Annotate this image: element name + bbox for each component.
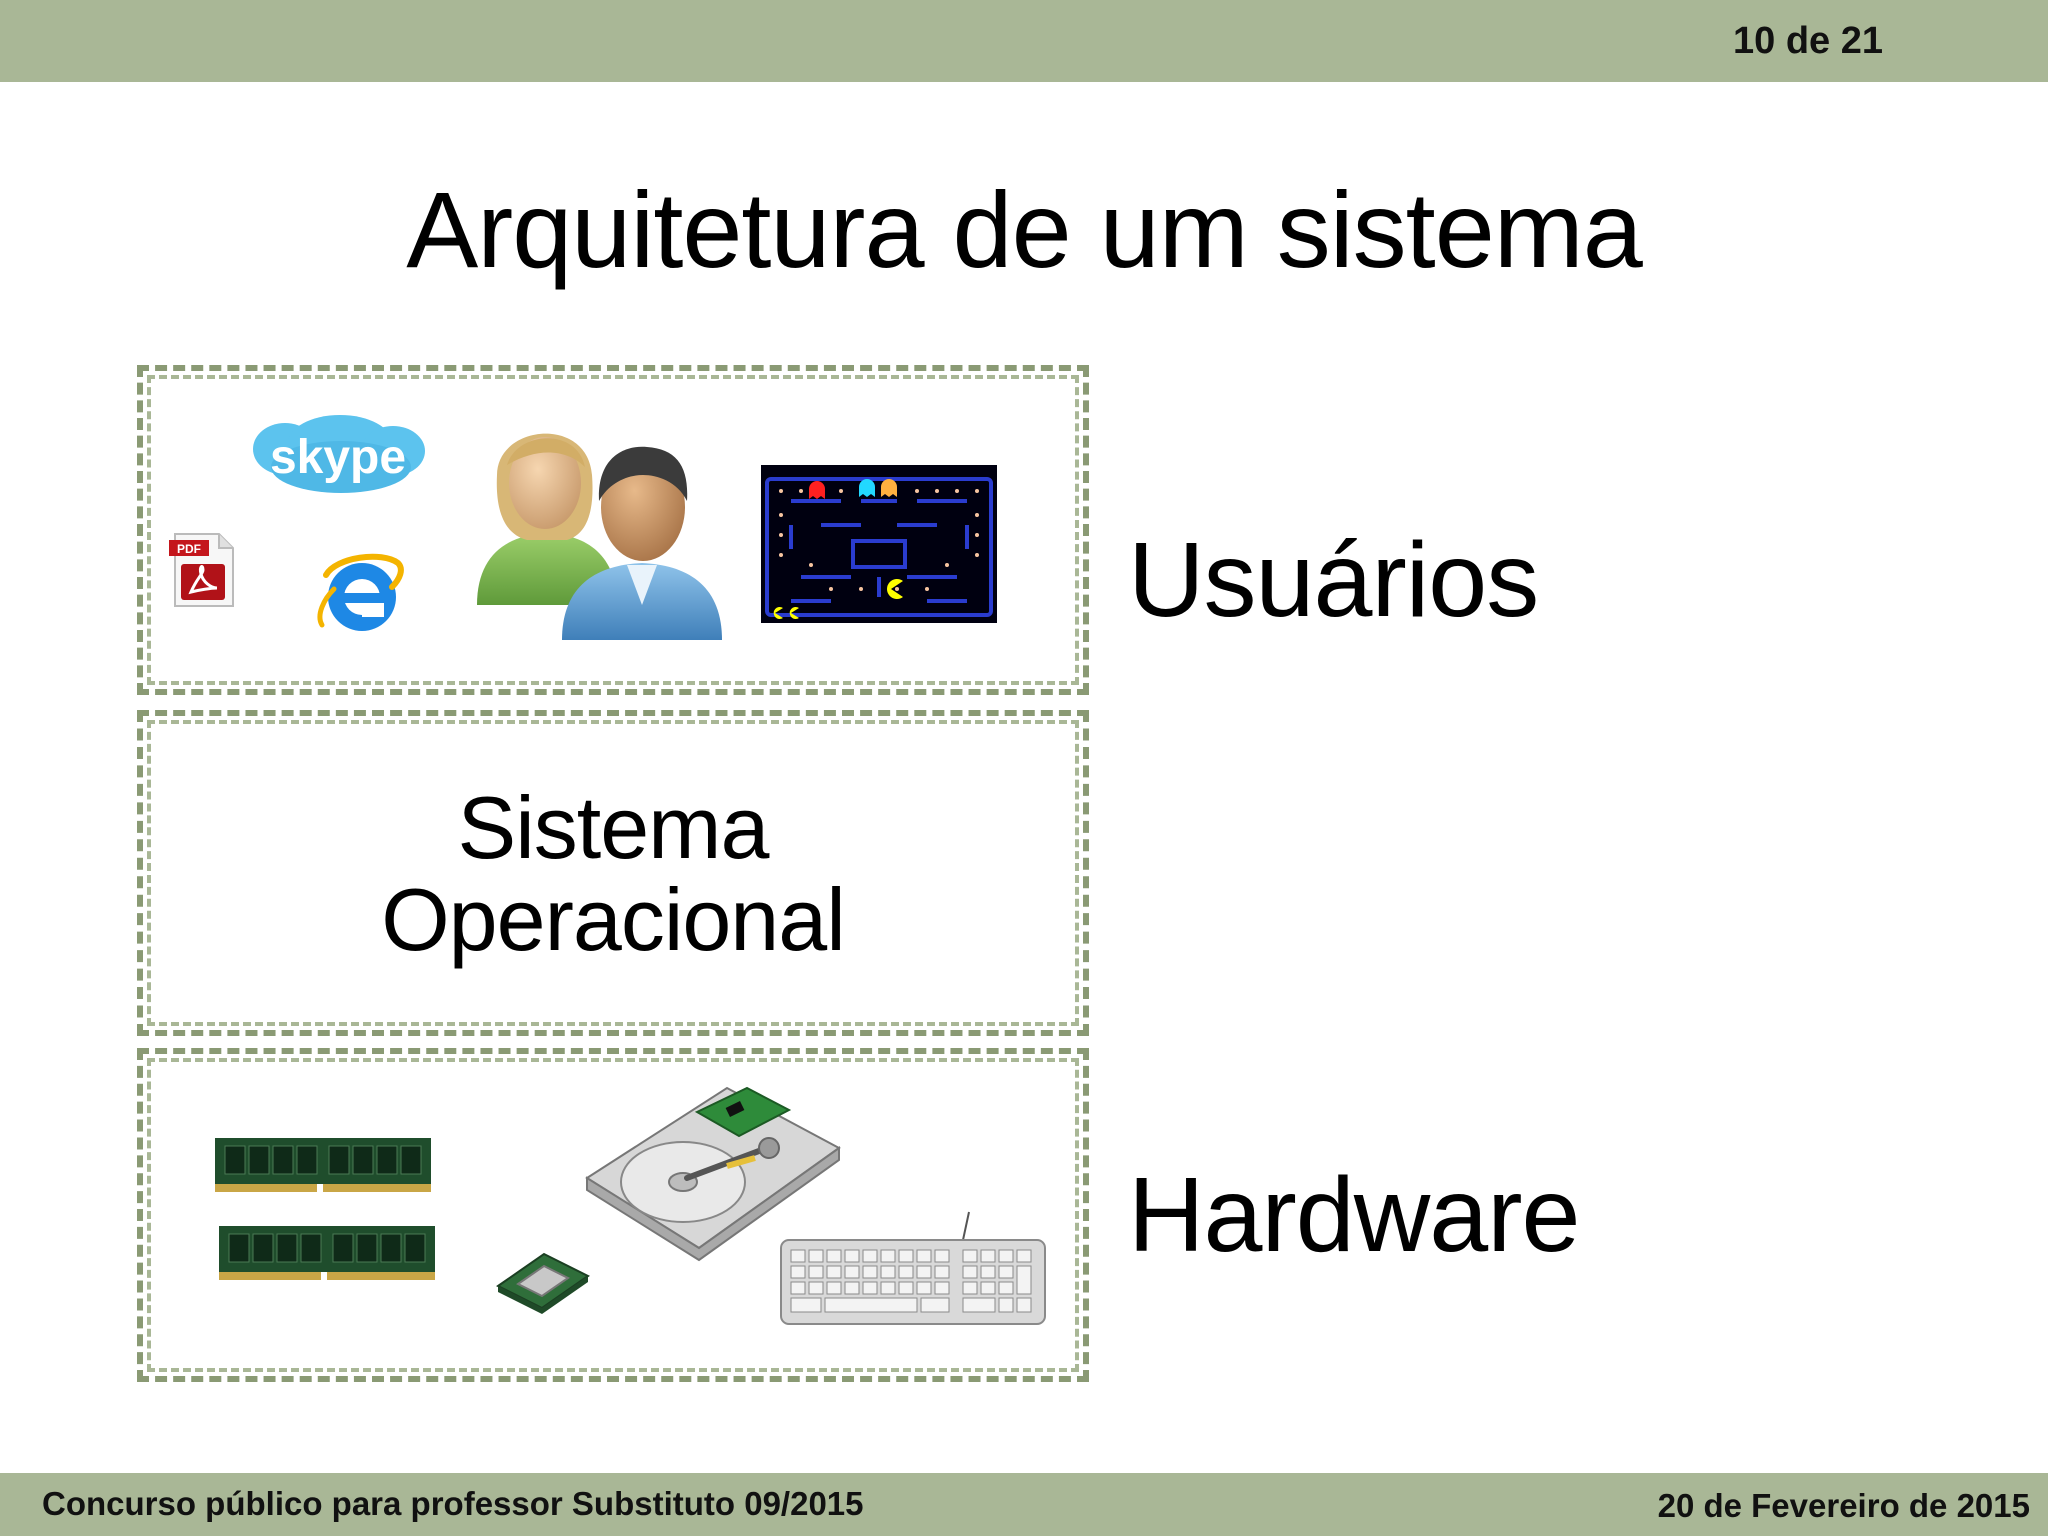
footer-date: 20 de Fevereiro de 2015 xyxy=(1657,1487,2030,1524)
slide-title: Arquitetura de um sistema xyxy=(406,169,1643,290)
footer-bar: Concurso público para professor Substitu… xyxy=(0,1473,2048,1536)
hard-disk-icon xyxy=(585,1086,841,1262)
os-label: Sistema Operacional xyxy=(137,782,1089,966)
os-layer-box: Sistema Operacional xyxy=(137,710,1089,1036)
skype-logo-text: skype xyxy=(270,431,406,484)
hardware-layer-box xyxy=(137,1048,1089,1382)
skype-logo-icon: skype xyxy=(253,415,425,493)
os-label-line2: Operacional xyxy=(381,870,846,969)
users-layer-box: skype PDF xyxy=(137,365,1089,695)
page-number: 10 de 21 xyxy=(1733,20,1883,62)
hardware-label: Hardware xyxy=(1128,1156,1581,1274)
ram-module-icon-2 xyxy=(219,1226,435,1282)
internet-explorer-icon xyxy=(317,553,404,631)
pdf-file-icon: PDF xyxy=(169,533,234,607)
cpu-chip-icon xyxy=(496,1252,590,1314)
ram-module-icon xyxy=(215,1138,431,1194)
pdf-label: PDF xyxy=(177,542,201,556)
pacman-game-icon xyxy=(761,465,997,623)
users-icon xyxy=(477,433,722,640)
users-label: Usuários xyxy=(1128,521,1539,639)
keyboard-icon xyxy=(780,1211,1046,1325)
os-label-line1: Sistema xyxy=(457,778,770,877)
header-bar: 10 de 21 xyxy=(0,0,2048,82)
footer-left-text: Concurso público para professor Substitu… xyxy=(42,1485,864,1522)
